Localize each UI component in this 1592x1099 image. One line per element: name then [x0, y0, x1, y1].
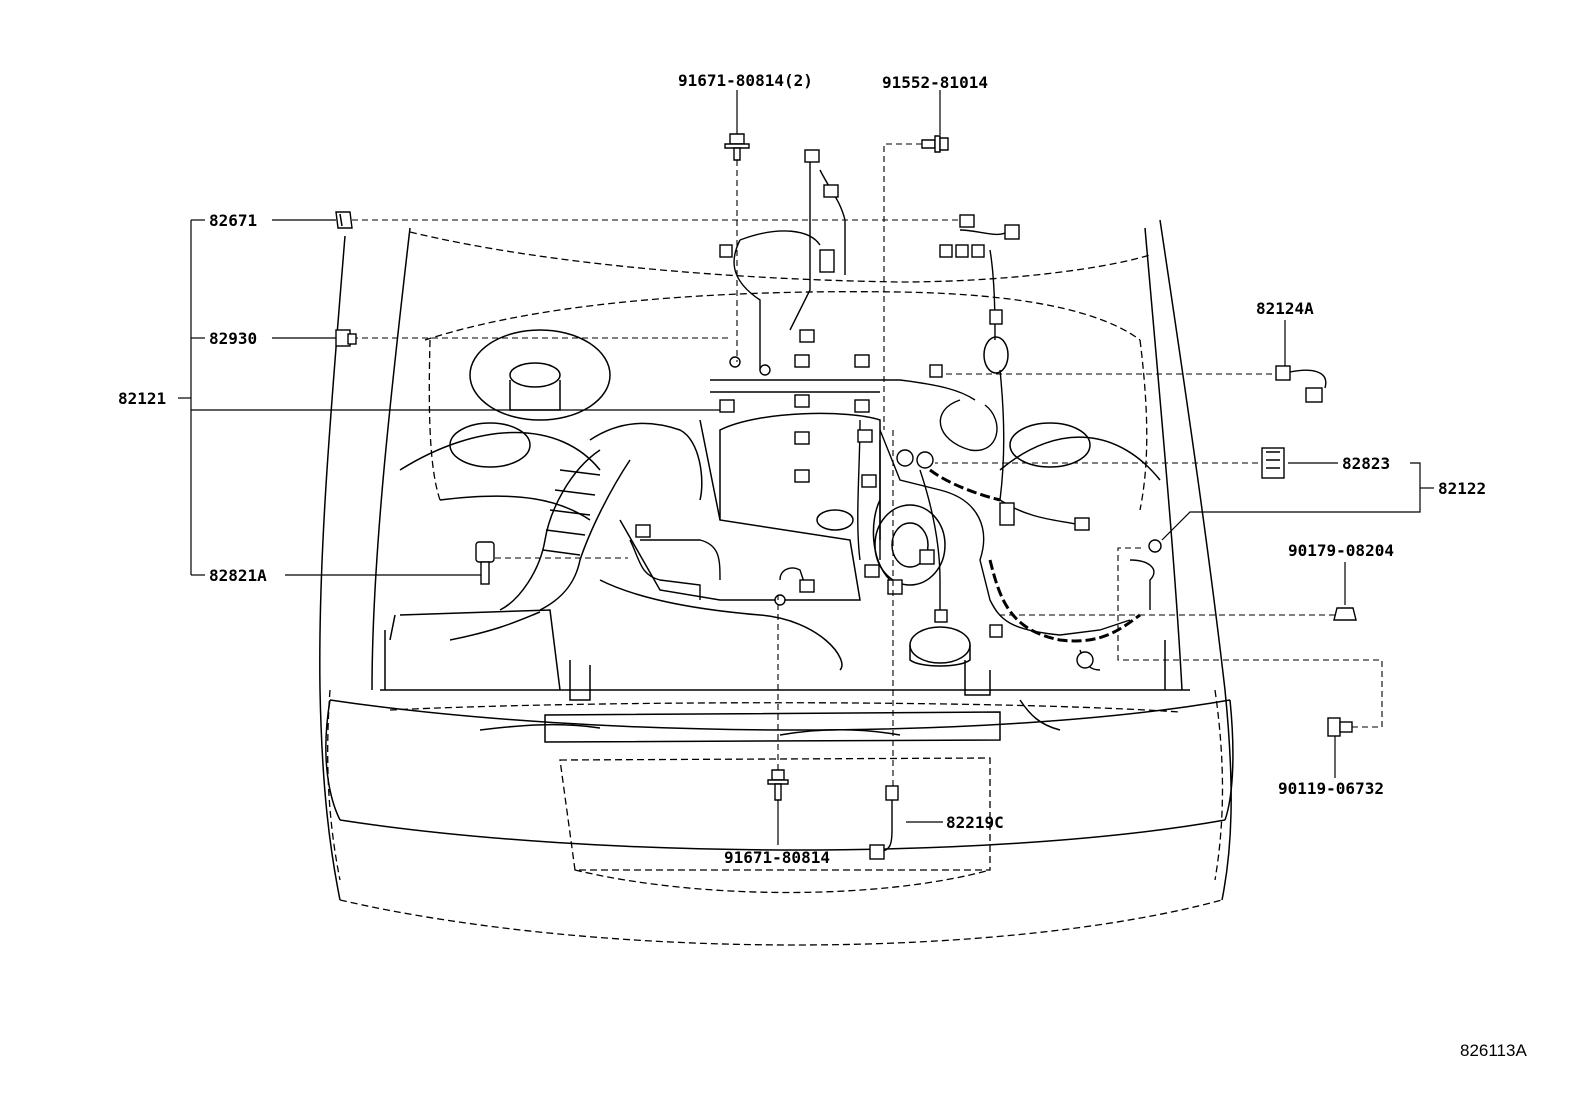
bolt-icon-91671-2 — [724, 133, 750, 161]
wire-harness — [629, 149, 1155, 671]
stud-icon-82821A — [475, 541, 495, 585]
label-91671-80814: 91671-80814 — [724, 848, 830, 867]
label-90179-08204: 90179-08204 — [1288, 541, 1394, 560]
relay-icon-82823 — [1261, 447, 1285, 479]
part-icons — [335, 133, 1357, 860]
label-90119-06732: 90119-06732 — [1278, 779, 1384, 798]
part-labels: 91671-80814(2) 91552-81014 82671 82930 8… — [118, 71, 1527, 1060]
label-82930: 82930 — [209, 329, 257, 348]
label-82124A: 82124A — [1256, 299, 1314, 318]
label-82219C: 82219C — [946, 813, 1004, 832]
figure-number: 826113A — [1460, 1041, 1527, 1060]
label-82823: 82823 — [1342, 454, 1390, 473]
clamp-icon-82671 — [335, 211, 353, 229]
label-91552-81014: 91552-81014 — [882, 73, 988, 92]
label-82821A: 82821A — [209, 566, 267, 585]
connector-icon-82124A — [1275, 365, 1327, 403]
engine-block — [449, 412, 946, 671]
nut-icon-90179 — [1333, 607, 1357, 621]
label-82671: 82671 — [209, 211, 257, 230]
label-91671-80814-2: 91671-80814(2) — [678, 71, 813, 90]
leader-lines — [178, 90, 1434, 845]
bolt-icon-91552 — [921, 135, 949, 153]
vehicle-outline — [319, 219, 1234, 946]
label-82121: 82121 — [118, 389, 166, 408]
bolt-icon-90119 — [1327, 717, 1353, 737]
label-82122: 82122 — [1438, 479, 1486, 498]
sensor-icon-82219C — [869, 785, 899, 860]
connector-icon-82930 — [335, 329, 357, 347]
bolt-icon-91671 — [767, 769, 789, 801]
